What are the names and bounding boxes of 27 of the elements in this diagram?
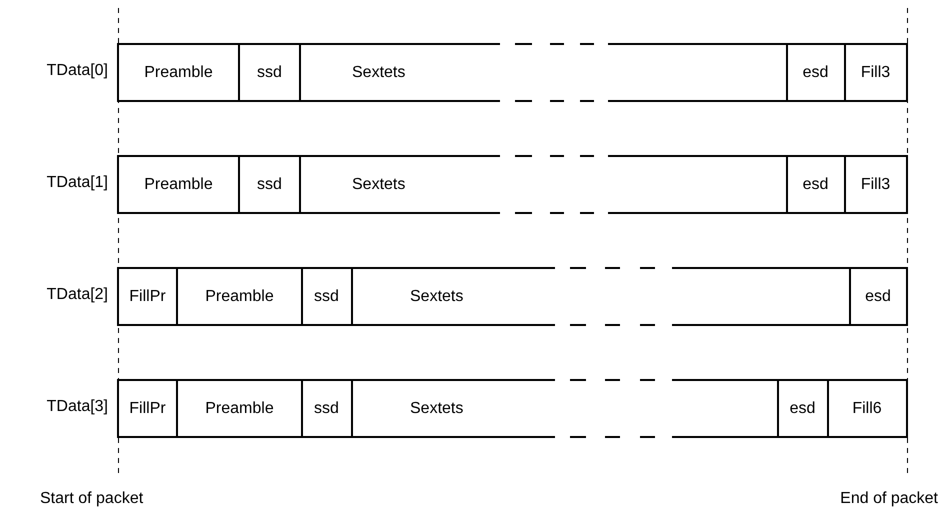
packet-field: ssd [240, 43, 301, 102]
row-label: TData[1] [46, 173, 108, 193]
packet-field: Preamble [117, 155, 240, 214]
packet-field: Preamble [178, 379, 303, 438]
packet-field: ssd [302, 379, 353, 438]
packet-field: Sextets [300, 155, 788, 214]
row-label: TData[2] [46, 285, 108, 305]
packet-field: Fill3 [845, 43, 908, 102]
packet-field: esd [850, 267, 908, 326]
packet-field: Preamble [178, 267, 303, 326]
row-label: TData[0] [46, 61, 108, 81]
packet-field: Sextets [300, 43, 788, 102]
packet-field: Sextets [352, 379, 779, 438]
packet-field: FillPr [117, 379, 178, 438]
packet-field: Fill3 [845, 155, 908, 214]
packet-field: ssd [302, 267, 353, 326]
packet-field: esd [778, 379, 829, 438]
packet-field: esd [787, 43, 846, 102]
packet-field: FillPr [117, 267, 178, 326]
packet-field: Preamble [117, 43, 240, 102]
packet-field: Sextets [352, 267, 851, 326]
packet-boundary-label: Start of packet [40, 489, 144, 509]
packet-boundary-label: End of packet [840, 489, 938, 509]
row-label: TData[3] [46, 397, 108, 417]
packet-field: ssd [240, 155, 301, 214]
packet-field: esd [787, 155, 846, 214]
packet-field: Fill6 [828, 379, 908, 438]
